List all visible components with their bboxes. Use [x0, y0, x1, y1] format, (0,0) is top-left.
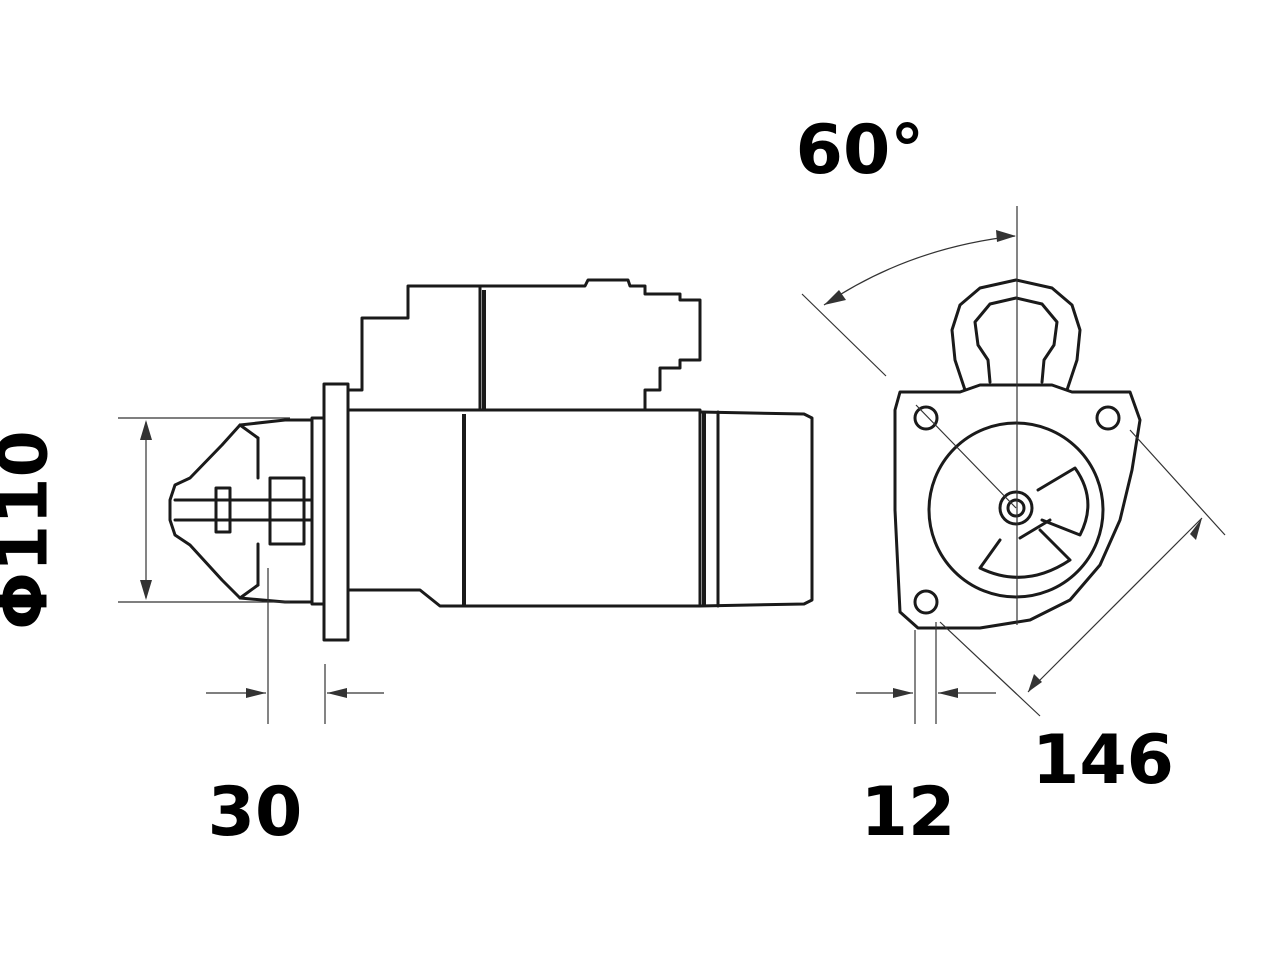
drive-segment-upper	[1036, 466, 1090, 537]
bolt-hole-top-left	[913, 405, 939, 431]
offset-label: 30	[208, 773, 303, 852]
bolt-hole-top-right	[1095, 405, 1121, 431]
diameter-dimension-lines	[118, 417, 290, 603]
front-flange-outline	[893, 383, 1142, 630]
pinion-assembly	[168, 418, 314, 604]
drive-hatch	[1018, 518, 1052, 540]
side-view	[118, 278, 814, 724]
bolt-spacing-dimension-lines	[939, 429, 1226, 717]
motor-body	[346, 408, 814, 608]
terminal-lug	[950, 278, 1082, 392]
flange-thickness-label: 12	[861, 773, 956, 852]
front-view	[801, 206, 1226, 724]
solenoid	[346, 278, 702, 412]
housing-circle	[927, 421, 1105, 599]
diameter-label: Φ110	[0, 430, 64, 630]
offset-dimension-lines	[206, 568, 384, 724]
angle-dimension-lines	[801, 230, 1016, 377]
shaft-inner	[1006, 498, 1026, 518]
bolt-hole-bottom-left	[913, 589, 939, 615]
drive-segment-lower	[978, 528, 1072, 579]
mounting-flange	[310, 382, 350, 642]
bolt-spacing-label: 146	[1032, 721, 1174, 800]
thickness-dimension-lines	[856, 622, 996, 724]
shaft-outer	[998, 490, 1034, 526]
angle-label: 60°	[796, 111, 925, 190]
diagonal-centre-line	[915, 404, 1017, 509]
